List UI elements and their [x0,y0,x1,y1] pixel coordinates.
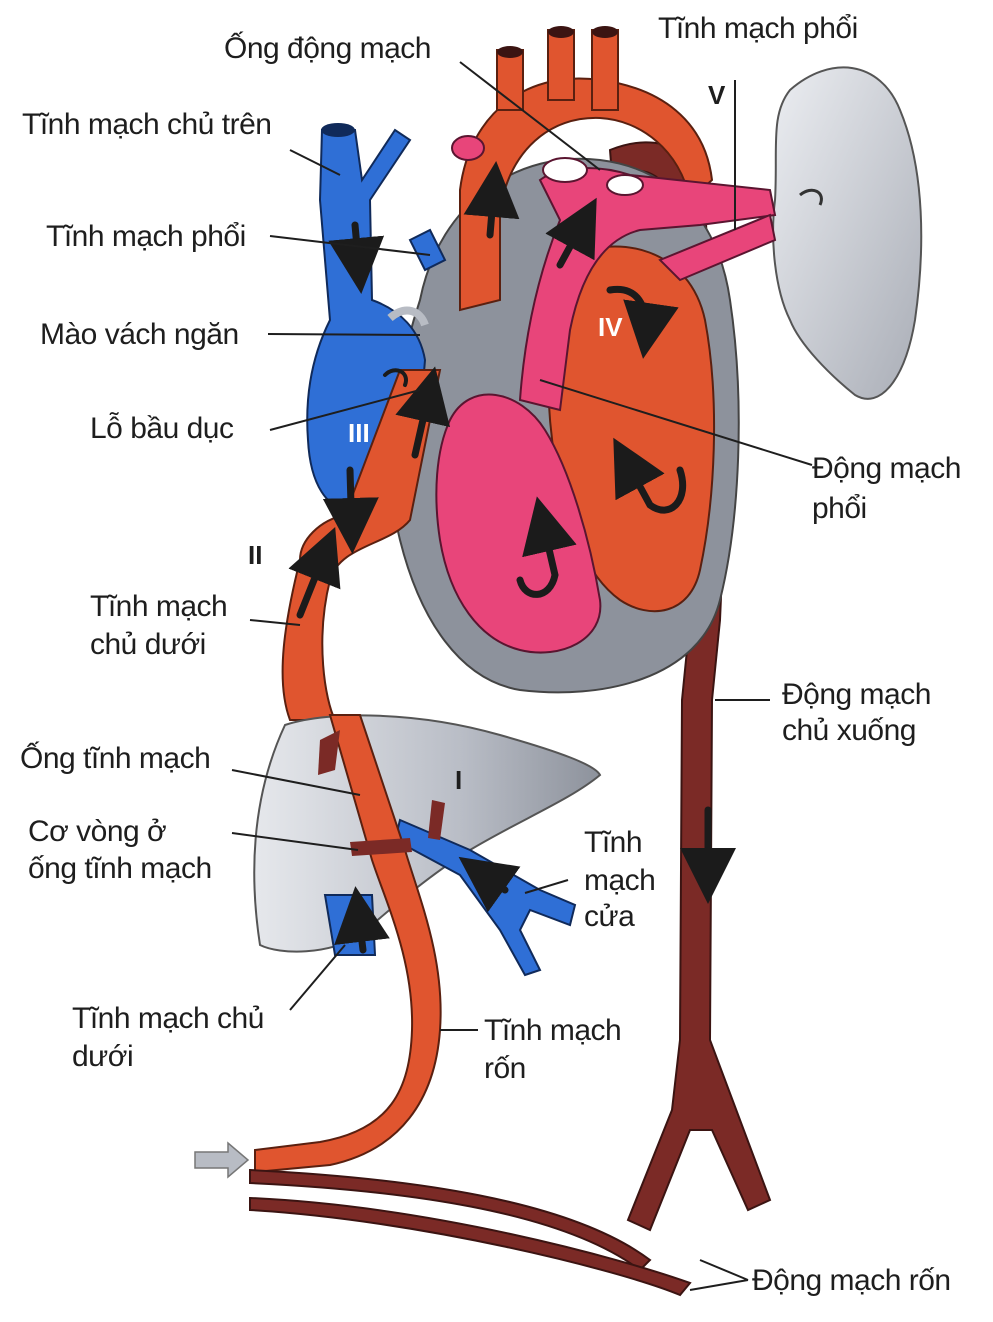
label-superior-vena-cava: Tĩnh mạch chủ trên [22,108,272,141]
umbilical-inflow-arrow [194,1141,250,1179]
right-ventricle [435,393,602,654]
label-umbilical-vein-line2: rốn [484,1052,526,1085]
pulmonary-vein-branch [658,213,777,282]
umbilical-vein [254,714,442,1174]
label-ductus-arteriosus: Ống động mạch [224,32,431,65]
umbilical-artery-2 [249,1196,692,1297]
label-ductus-venosus: Ống tĩnh mạch [20,742,211,775]
label-ivc-lower-line2: dưới [72,1040,134,1073]
inferior-vena-cava-lower [323,894,377,956]
lung [772,66,923,400]
numeral-iv: IV [598,312,623,342]
label-pulmonary-artery-line1: Động mạch [812,452,961,485]
label-portal-vein-line2: mạch [584,864,656,897]
label-foramen-ovale: Lỗ bầu dục [90,412,234,445]
label-crista-dividens: Mào vách ngăn [40,318,239,351]
numeral-v: V [708,80,726,110]
numeral-iii: III [348,418,370,448]
label-ivc-upper-line2: chủ dưới [90,628,206,661]
label-ivc-lower-line1: Tĩnh mạch chủ [72,1002,264,1035]
label-portal-vein-line1: Tĩnh [584,826,643,859]
label-ivc-upper-line1: Tĩnh mạch [90,590,228,623]
label-descending-aorta-line1: Động mạch [782,678,931,711]
label-sphincter-line1: Cơ vòng ở [28,815,167,848]
label-pulmonary-vein-left: Tĩnh mạch phổi [46,220,246,253]
label-portal-vein-line3: cửa [584,900,635,933]
label-pulmonary-artery-line2: phổi [812,492,867,525]
label-umbilical-arteries: Động mạch rốn [752,1264,951,1297]
label-umbilical-vein-line1: Tĩnh mạch [484,1014,622,1047]
flow-arrows [288,161,736,954]
label-descending-aorta-line2: chủ xuống [782,714,916,747]
numeral-ii: II [248,540,263,570]
numeral-i: I [455,765,463,795]
label-sphincter-line2: ống tĩnh mạch [28,852,212,885]
aortic-arch [459,77,714,312]
umbilical-artery-1 [249,1168,652,1272]
label-pulmonary-vein-top: Tĩnh mạch phổi [658,12,858,45]
leader-lines [231,61,813,1291]
